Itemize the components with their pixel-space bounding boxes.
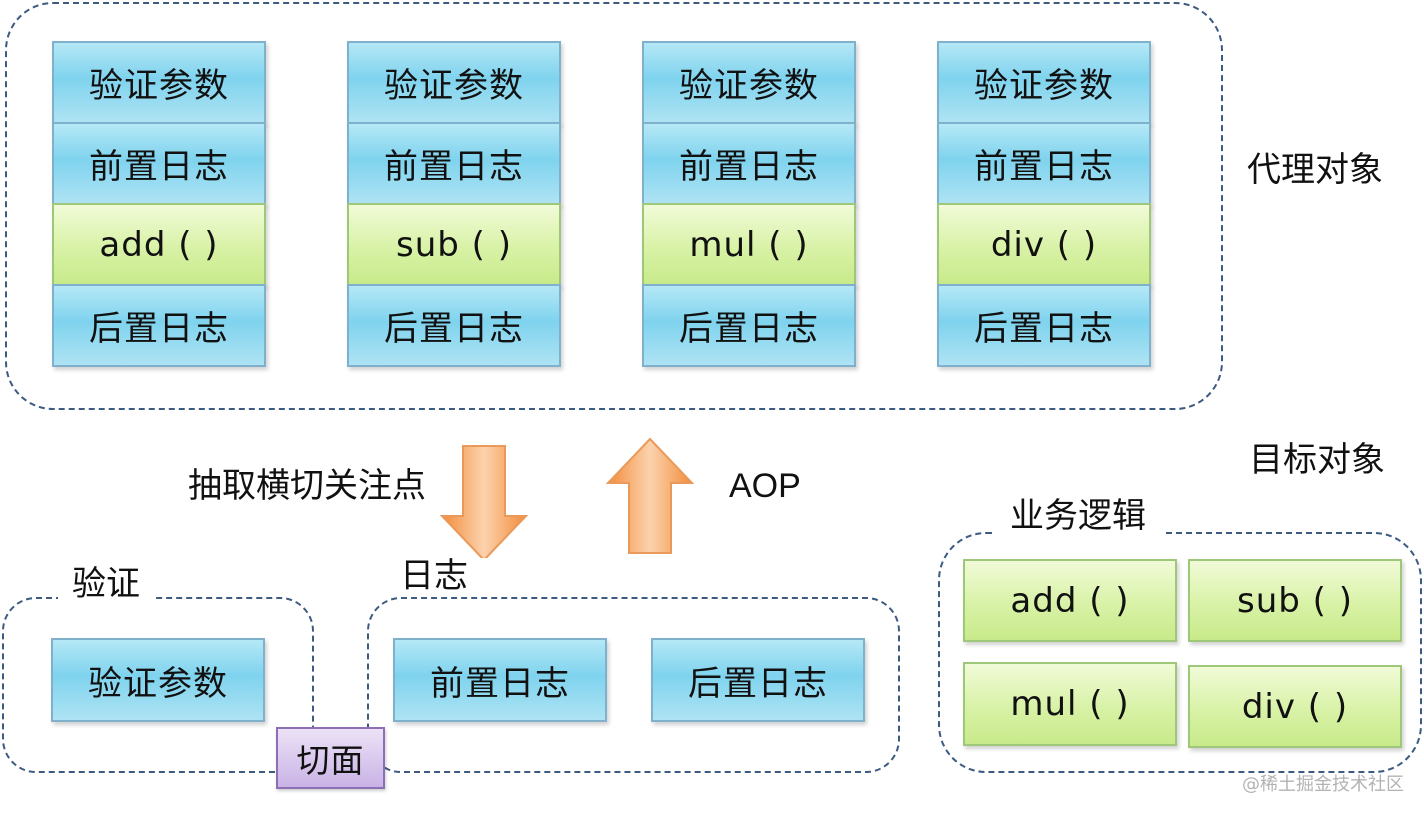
post-log-block: 后置日志 — [52, 284, 266, 367]
target-object-container — [938, 532, 1422, 773]
method-sub-block: sub ( ) — [347, 203, 561, 286]
pre-log-block: 前置日志 — [393, 638, 607, 722]
proxy-column-div: 验证参数 前置日志 div ( ) 后置日志 — [937, 41, 1151, 367]
validate-params-block: 验证参数 — [52, 41, 266, 124]
target-method-sub: sub ( ) — [1188, 559, 1402, 642]
validate-params-block: 验证参数 — [642, 41, 856, 124]
extract-crosscutting-label: 抽取横切关注点 — [188, 466, 426, 506]
post-log-block: 后置日志 — [651, 638, 865, 722]
validate-params-block: 验证参数 — [51, 638, 265, 722]
method-add-block: add ( ) — [52, 203, 266, 286]
aspect-badge: 切面 — [276, 727, 385, 789]
method-mul-block: mul ( ) — [642, 203, 856, 286]
log-aspect-container — [367, 597, 900, 773]
aop-label: AOP — [729, 467, 801, 505]
proxy-object-container — [5, 2, 1223, 410]
proxy-column-add: 验证参数 前置日志 add ( ) 后置日志 — [52, 41, 266, 367]
post-log-block: 后置日志 — [937, 284, 1151, 367]
proxy-column-mul: 验证参数 前置日志 mul ( ) 后置日志 — [642, 41, 856, 367]
target-method-div: div ( ) — [1188, 665, 1402, 748]
target-method-add: add ( ) — [963, 559, 1177, 642]
pre-log-block: 前置日志 — [642, 122, 856, 205]
post-log-block: 后置日志 — [347, 284, 561, 367]
pre-log-block: 前置日志 — [52, 122, 266, 205]
method-div-block: div ( ) — [937, 203, 1151, 286]
target-method-mul: mul ( ) — [963, 662, 1177, 746]
down-arrow-icon — [439, 445, 529, 562]
business-logic-label: 业务逻辑 — [994, 497, 1162, 536]
validate-params-block: 验证参数 — [937, 41, 1151, 124]
post-log-block: 后置日志 — [642, 284, 856, 367]
validate-params-block: 验证参数 — [347, 41, 561, 124]
validation-aspect-container — [2, 597, 314, 773]
proxy-object-title: 代理对象 — [1247, 150, 1383, 190]
up-arrow-icon — [605, 437, 695, 554]
log-group-label: 日志 — [392, 557, 498, 596]
proxy-column-sub: 验证参数 前置日志 sub ( ) 后置日志 — [347, 41, 561, 367]
target-object-title: 目标对象 — [1249, 440, 1385, 480]
validation-group-label: 验证 — [58, 565, 154, 604]
pre-log-block: 前置日志 — [937, 122, 1151, 205]
pre-log-block: 前置日志 — [347, 122, 561, 205]
watermark: @稀土掘金技术社区 — [1242, 774, 1404, 795]
